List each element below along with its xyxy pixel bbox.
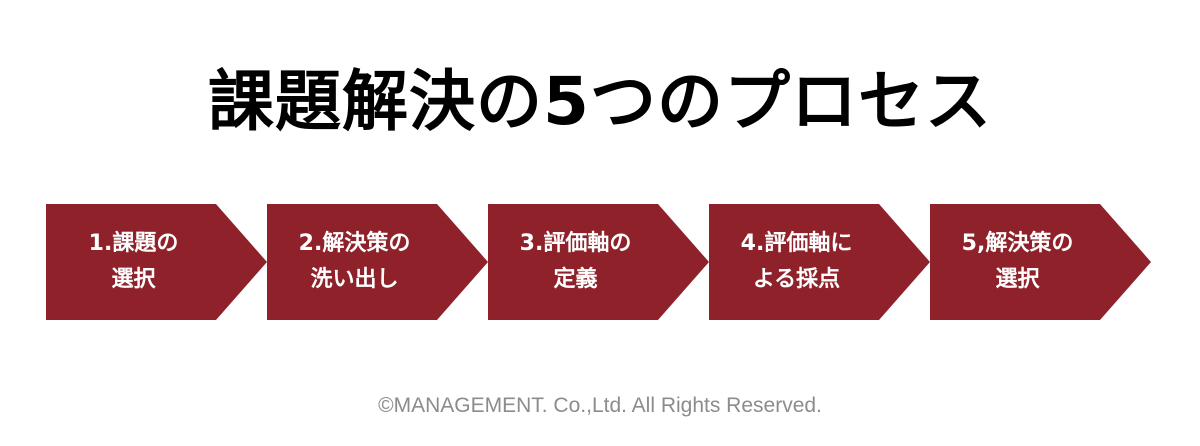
process-step-2-label: 2.解決策の 洗い出し	[298, 231, 411, 292]
process-step-1: 1.課題の 選択	[46, 204, 267, 320]
page-title: 課題解決の5つのプロセス	[208, 63, 992, 140]
process-step-4-label: 4.評価軸に よる採点	[740, 231, 853, 292]
process-step-4: 4.評価軸に よる採点	[709, 204, 930, 320]
process-step-3: 3.評価軸の 定義	[488, 204, 709, 320]
process-step-5: 5,解決策の 選択	[930, 204, 1151, 320]
copyright-notice: ©MANAGEMENT. Co.,Ltd. All Rights Reserve…	[378, 394, 822, 417]
process-step-3-label: 3.評価軸の 定義	[519, 231, 632, 292]
process-step-5-label: 5,解決策の 選択	[961, 231, 1074, 292]
process-step-2: 2.解決策の 洗い出し	[267, 204, 488, 320]
process-step-1-label: 1.課題の 選択	[88, 231, 179, 292]
